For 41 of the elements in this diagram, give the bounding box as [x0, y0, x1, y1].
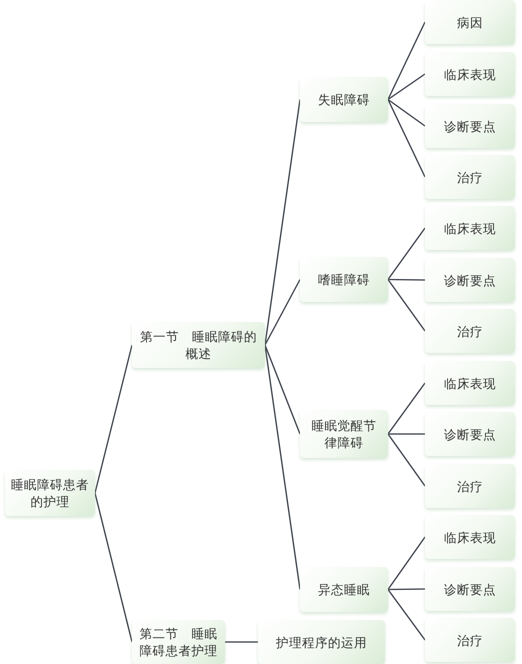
topic-box: 诊断要点 — [425, 258, 515, 302]
connector-line — [225, 641, 258, 643]
topic-box: 诊断要点 — [425, 104, 515, 148]
topic-box: 第二节 睡眠障碍患者护理 — [132, 620, 225, 664]
connector-line — [387, 382, 426, 434]
topic-box: 第一节 睡眠障碍的概述 — [132, 322, 265, 368]
topic-box: 治疗 — [425, 309, 515, 353]
connector-line — [387, 434, 426, 486]
connector-line — [388, 278, 425, 281]
topic-box: 临床表现 — [425, 206, 515, 250]
topic-box: 治疗 — [425, 618, 515, 662]
connector-line — [387, 99, 426, 178]
topic-box: 失眠障碍 — [300, 77, 388, 122]
topic-box: 临床表现 — [425, 361, 515, 405]
connector-line — [264, 99, 301, 346]
connector-line — [264, 344, 301, 590]
connector-line — [264, 344, 301, 434]
connector-line — [388, 433, 425, 435]
connector-line — [94, 344, 133, 494]
connector-line — [387, 536, 426, 590]
topic-box: 诊断要点 — [425, 567, 515, 611]
connector-line — [264, 279, 301, 346]
topic-box: 治疗 — [425, 464, 515, 508]
connector-line — [388, 98, 426, 127]
connector-line — [388, 588, 425, 590]
topic-box: 护理程序的运用 — [258, 620, 385, 664]
connector-line — [387, 228, 426, 280]
topic-box: 睡眠障碍患者的护理 — [5, 470, 95, 516]
connector-line — [387, 279, 426, 332]
connector-line — [387, 22, 426, 100]
topic-box: 异态睡眠 — [300, 567, 388, 612]
topic-box: 睡眠觉醒节律障碍 — [300, 410, 388, 458]
topic-box: 病因 — [425, 0, 515, 44]
topic-box: 诊断要点 — [425, 412, 515, 456]
topic-box: 嗜睡障碍 — [300, 257, 388, 302]
topic-box: 临床表现 — [425, 515, 515, 559]
connector-line — [387, 589, 426, 640]
connector-line — [388, 73, 426, 100]
topic-box: 临床表现 — [425, 52, 515, 96]
connector-line — [94, 492, 133, 642]
topic-box: 治疗 — [425, 155, 515, 199]
